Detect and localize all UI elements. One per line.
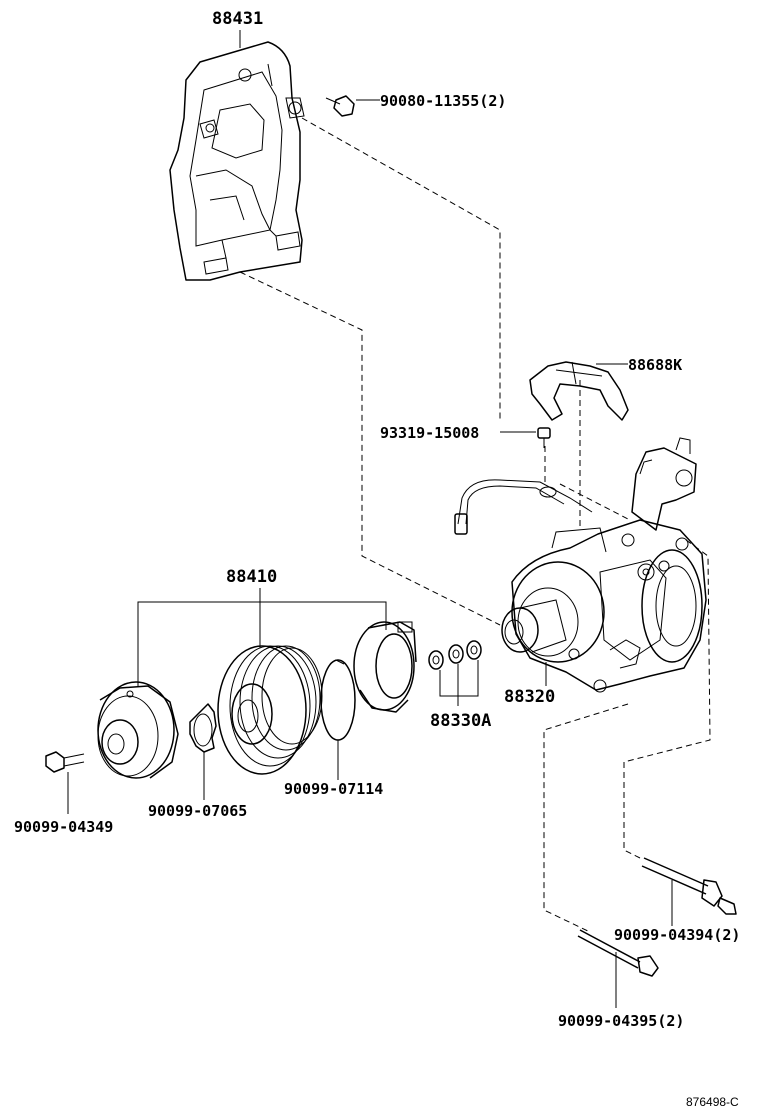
reference-number: 876498-C xyxy=(686,1095,739,1109)
field-coil xyxy=(353,621,417,713)
pressure-plate xyxy=(97,681,179,779)
center-bolt-label: 90099-04349 xyxy=(14,818,113,836)
center-bolt xyxy=(45,751,85,773)
snap-ring-label: 90099-07114 xyxy=(284,780,383,798)
bracket-label: 88431 xyxy=(212,9,263,29)
shims-label: 88330A xyxy=(430,711,491,731)
inner-ring-label: 90099-07065 xyxy=(148,802,247,820)
snap-ring xyxy=(320,659,356,741)
sub-bracket-88688K xyxy=(529,361,629,421)
shims xyxy=(428,640,482,670)
stud-bolt-1 xyxy=(641,857,737,915)
compressor-88320 xyxy=(454,437,707,693)
bracket-88431 xyxy=(169,41,305,281)
stud-bolt-1-label: 90099-04394(2) xyxy=(614,926,740,944)
bracket-bolt-label: 90080-11355(2) xyxy=(380,92,506,110)
bracket-bolt xyxy=(325,95,355,117)
stud-bolt-2 xyxy=(577,929,659,977)
screw-label: 93319-15008 xyxy=(380,424,479,442)
compressor-label: 88320 xyxy=(504,687,555,707)
screw xyxy=(537,427,551,448)
clutch-assy-label: 88410 xyxy=(226,567,277,587)
inner-ring xyxy=(189,703,217,753)
sub-bracket-label: 88688K xyxy=(628,356,682,374)
stud-bolt-2-label: 90099-04395(2) xyxy=(558,1012,684,1030)
pulley xyxy=(217,645,323,775)
